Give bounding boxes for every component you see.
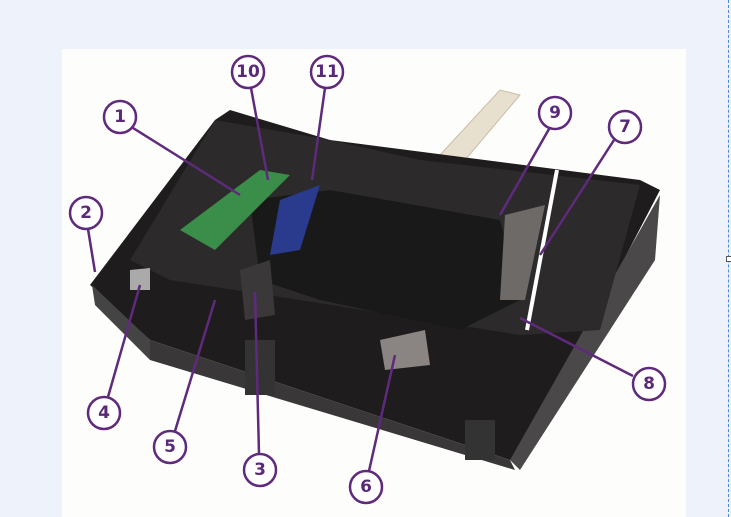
- callout-6: 6: [348, 469, 384, 505]
- svg-text:5: 5: [164, 437, 176, 457]
- leader-line-8: [519, 316, 634, 378]
- callout-7: 7: [607, 109, 643, 145]
- svg-text:1: 1: [114, 107, 126, 127]
- svg-text:10: 10: [236, 62, 260, 82]
- leader-line-1: [132, 126, 241, 197]
- leader-line-9: [498, 128, 551, 216]
- callout-11: 11: [309, 54, 345, 90]
- callout-4: 4: [86, 395, 122, 431]
- leader-line-5: [173, 299, 217, 432]
- guide-handle[interactable]: [726, 256, 731, 262]
- leader-line-2: [86, 228, 97, 273]
- callout-5: 5: [152, 429, 188, 465]
- svg-text:8: 8: [643, 374, 655, 394]
- leader-line-11: [310, 87, 327, 181]
- callout-2: 2: [68, 195, 104, 231]
- callout-9: 9: [537, 95, 573, 131]
- svg-text:4: 4: [98, 403, 110, 423]
- ribbon-cable: [439, 89, 521, 161]
- leader-line-10: [249, 87, 270, 181]
- leader-line-4: [106, 284, 142, 398]
- svg-text:7: 7: [619, 117, 631, 137]
- callout-10: 10: [230, 54, 266, 90]
- callout-1: 1: [102, 99, 138, 135]
- leader-line-7: [538, 139, 616, 256]
- svg-text:2: 2: [80, 203, 92, 223]
- leader-line-3: [253, 291, 261, 455]
- svg-text:9: 9: [549, 103, 561, 123]
- svg-text:6: 6: [360, 477, 372, 497]
- device-body: [90, 110, 660, 470]
- svg-text:3: 3: [254, 460, 266, 480]
- callout-3: 3: [242, 452, 278, 488]
- svg-text:11: 11: [315, 62, 339, 82]
- leader-line-6: [367, 354, 397, 472]
- callout-8: 8: [631, 366, 667, 402]
